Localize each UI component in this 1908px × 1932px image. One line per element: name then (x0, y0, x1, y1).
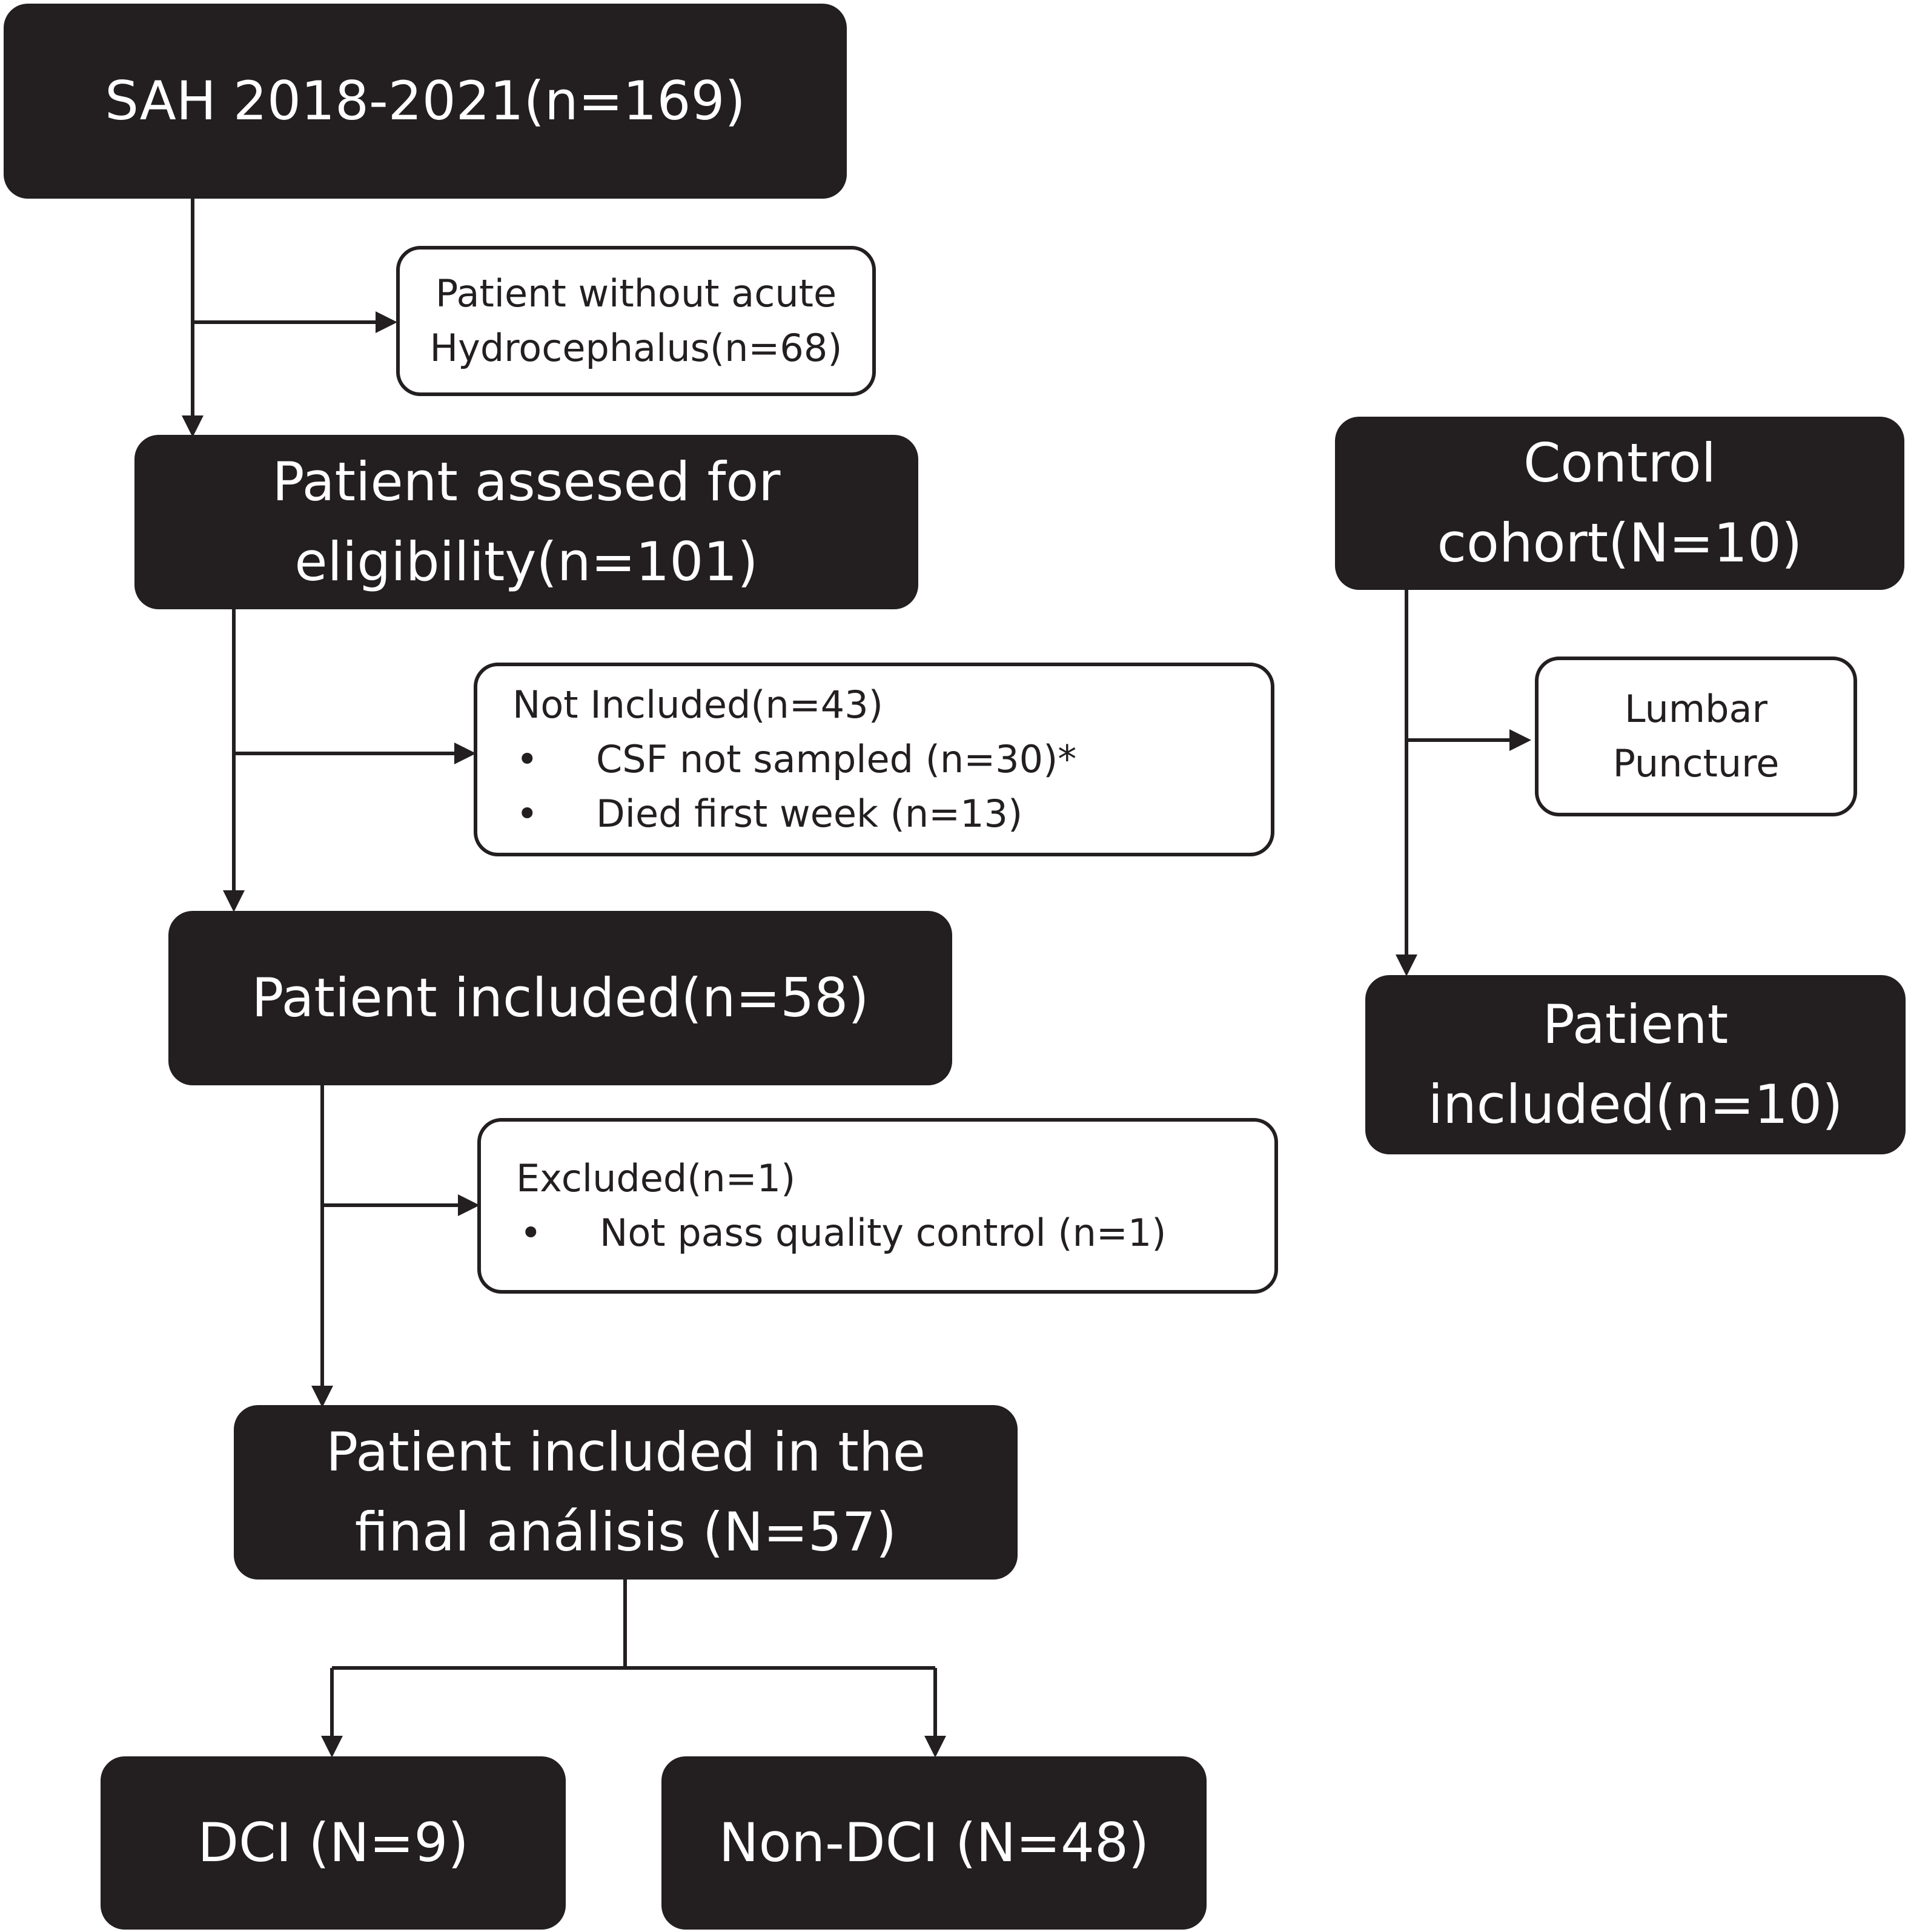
node-assessed-line-1: Patient assesed for (272, 451, 781, 513)
not-included-reason-csf: CSF not sampled (n=30)* (596, 737, 1077, 782)
node-not-included-bullet-1: • CSF not sampled (n=30)* (512, 732, 1076, 787)
node-control-line-2: cohort(N=10) (1437, 512, 1803, 574)
node-no-hydrocephalus: Patient without acute Hydrocephalus(n=68… (396, 246, 876, 396)
arrowhead-included-58 (223, 890, 245, 912)
node-patient-included-58: Patient included(n=58) (168, 911, 952, 1085)
node-lumbar-line-1: Lumbar (1625, 687, 1767, 732)
node-control-line-1: Control (1523, 432, 1717, 494)
node-not-included-bullet-2: • Died first week (n=13) (512, 787, 1022, 841)
node-non-dci-line-1: Non-DCI (N=48) (718, 1811, 1150, 1874)
bullet-glyph: • (516, 737, 538, 782)
bullet-glyph: • (516, 791, 538, 836)
node-no-hydrocephalus-line-2: Hydrocephalus(n=68) (429, 326, 843, 370)
node-control-cohort: Control cohort(N=10) (1335, 417, 1904, 590)
node-no-hydrocephalus-line-1: Patient without acute (435, 271, 837, 316)
arrowhead-dci (321, 1736, 343, 1758)
node-lumbar-puncture: Lumbar Puncture (1535, 657, 1857, 816)
node-control-included-line-2: included(n=10) (1428, 1073, 1843, 1136)
arrowhead-final (311, 1386, 333, 1408)
node-control-patient-included: Patient included(n=10) (1365, 975, 1906, 1154)
arrowhead-excluded (458, 1194, 480, 1216)
node-excluded-bullet-1: • Not pass quality control (n=1) (516, 1206, 1166, 1260)
node-included-58-line-1: Patient included(n=58) (251, 967, 869, 1029)
arrowhead-lumbar (1509, 729, 1531, 751)
node-dci: DCI (N=9) (101, 1756, 566, 1930)
node-final-line-1: Patient included in the (326, 1421, 926, 1483)
node-non-dci: Non-DCI (N=48) (661, 1756, 1207, 1930)
node-lumbar-line-2: Puncture (1612, 741, 1780, 786)
arrowhead-control-included (1396, 954, 1417, 976)
arrowhead-non-dci (924, 1736, 946, 1758)
node-final-line-2: final análisis (N=57) (354, 1501, 897, 1563)
node-sah: SAH 2018-2021(n=169) (4, 4, 847, 199)
node-control-included-line-1: Patient (1542, 993, 1729, 1056)
node-excluded: Excluded(n=1) • Not pass quality control… (477, 1118, 1278, 1294)
node-excluded-title: Excluded(n=1) (516, 1156, 796, 1201)
excluded-reason-quality: Not pass quality control (n=1) (600, 1211, 1167, 1255)
node-assessed-line-2: eligibility(n=101) (294, 531, 758, 593)
node-not-included-title: Not Included(n=43) (512, 683, 883, 727)
node-assessed-eligibility: Patient assesed for eligibility(n=101) (134, 435, 918, 609)
not-included-reason-died: Died first week (n=13) (596, 791, 1023, 836)
arrowhead-no-hydro (376, 311, 397, 333)
node-final-analysis: Patient included in the final análisis (… (234, 1405, 1018, 1580)
arrowhead-not-included (454, 743, 476, 764)
bullet-glyph: • (520, 1211, 542, 1255)
node-sah-line-1: SAH 2018-2021(n=169) (105, 70, 746, 132)
arrowhead-assessed (182, 415, 204, 437)
node-not-included: Not Included(n=43) • CSF not sampled (n=… (474, 663, 1274, 856)
node-dci-line-1: DCI (N=9) (197, 1811, 469, 1874)
